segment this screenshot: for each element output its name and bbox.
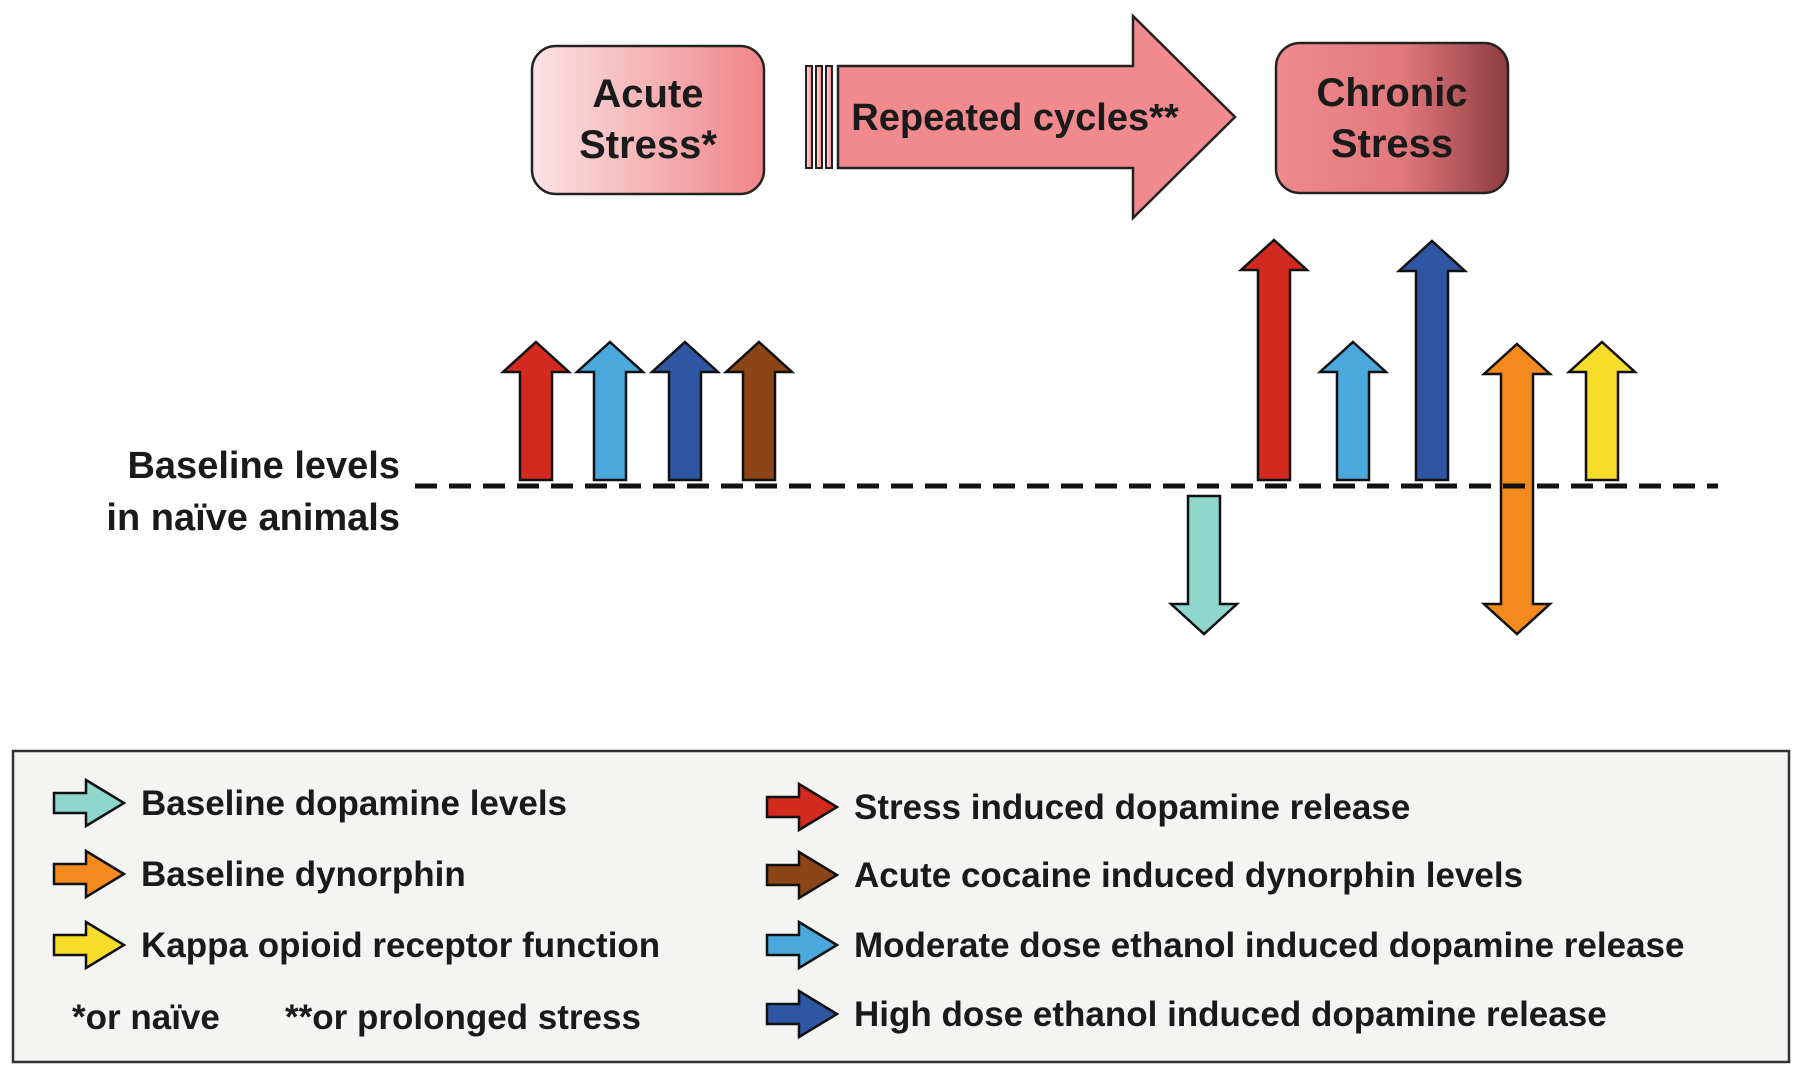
cycle-bar-3 <box>825 65 833 169</box>
legend-high-ethanol-arrow-icon <box>765 988 840 1040</box>
chronic-baseline-dynorphin-arrow <box>1480 342 1554 636</box>
legend-kappa-arrow-icon <box>52 919 127 971</box>
chronic-stress-stage: Chronic Stress <box>1274 41 1510 195</box>
legend-baseline-dynorphin-arrow-icon <box>52 848 127 900</box>
acute-stress-dopamine-arrow <box>499 340 573 482</box>
chronic-high-ethanol-arrow <box>1395 239 1469 482</box>
acute-stress-label-line2: Stress* <box>579 123 717 167</box>
legend-stress-dopamine-arrow-icon <box>765 781 840 833</box>
baseline-label-line2: in naïve animals <box>106 497 400 539</box>
legend-baseline-dopamine-arrow-icon <box>52 777 127 829</box>
chronic-stress-dopamine-arrow <box>1237 238 1311 482</box>
chronic-moderate-ethanol-arrow <box>1316 340 1390 482</box>
acute-stress-stage: Acute Stress* <box>530 44 766 196</box>
legend-box <box>11 749 1791 1064</box>
acute-stress-box <box>530 44 766 196</box>
repeated-cycles-arrow-body <box>836 13 1237 221</box>
cycle-bar-2 <box>815 65 823 169</box>
chronic-baseline-dopamine-arrow <box>1167 494 1241 636</box>
footnote-prolonged-stress: **or prolonged stress <box>285 998 641 1037</box>
legend-moderate-ethanol-label: Moderate dose ethanol induced dopamine r… <box>854 926 1684 965</box>
legend-stress-dopamine-label: Stress induced dopamine release <box>854 788 1410 827</box>
acute-high-ethanol-arrow <box>648 340 722 482</box>
legend-cocaine-dynorphin-label: Acute cocaine induced dynorphin levels <box>854 856 1523 895</box>
acute-stress-label-line1: Acute <box>592 72 703 116</box>
chronic-stress-label-line2: Stress <box>1331 122 1453 166</box>
legend-moderate-ethanol-arrow-icon <box>765 919 840 971</box>
legend-baseline-dynorphin-label: Baseline dynorphin <box>141 855 466 894</box>
acute-cocaine-dynorphin-arrow <box>722 340 796 482</box>
footnote-naive: *or naïve <box>72 998 220 1037</box>
repeated-cycles-label: Repeated cycles** <box>851 97 1179 139</box>
legend-kappa-label: Kappa opioid receptor function <box>141 926 660 965</box>
legend-cocaine-dynorphin-arrow-icon <box>765 849 840 901</box>
repeated-cycles-arrow: Repeated cycles** <box>805 13 1237 221</box>
acute-moderate-ethanol-arrow <box>573 340 647 482</box>
baseline-label-line1: Baseline levels <box>127 445 400 487</box>
chronic-stress-label-line1: Chronic <box>1316 71 1467 115</box>
level-change-arrows <box>499 238 1639 636</box>
chronic-stress-box <box>1274 41 1510 195</box>
legend-baseline-dopamine-label: Baseline dopamine levels <box>141 784 567 823</box>
cycle-bar-1 <box>805 65 813 169</box>
legend-high-ethanol-label: High dose ethanol induced dopamine relea… <box>854 995 1607 1034</box>
chronic-kappa-arrow <box>1565 340 1639 482</box>
